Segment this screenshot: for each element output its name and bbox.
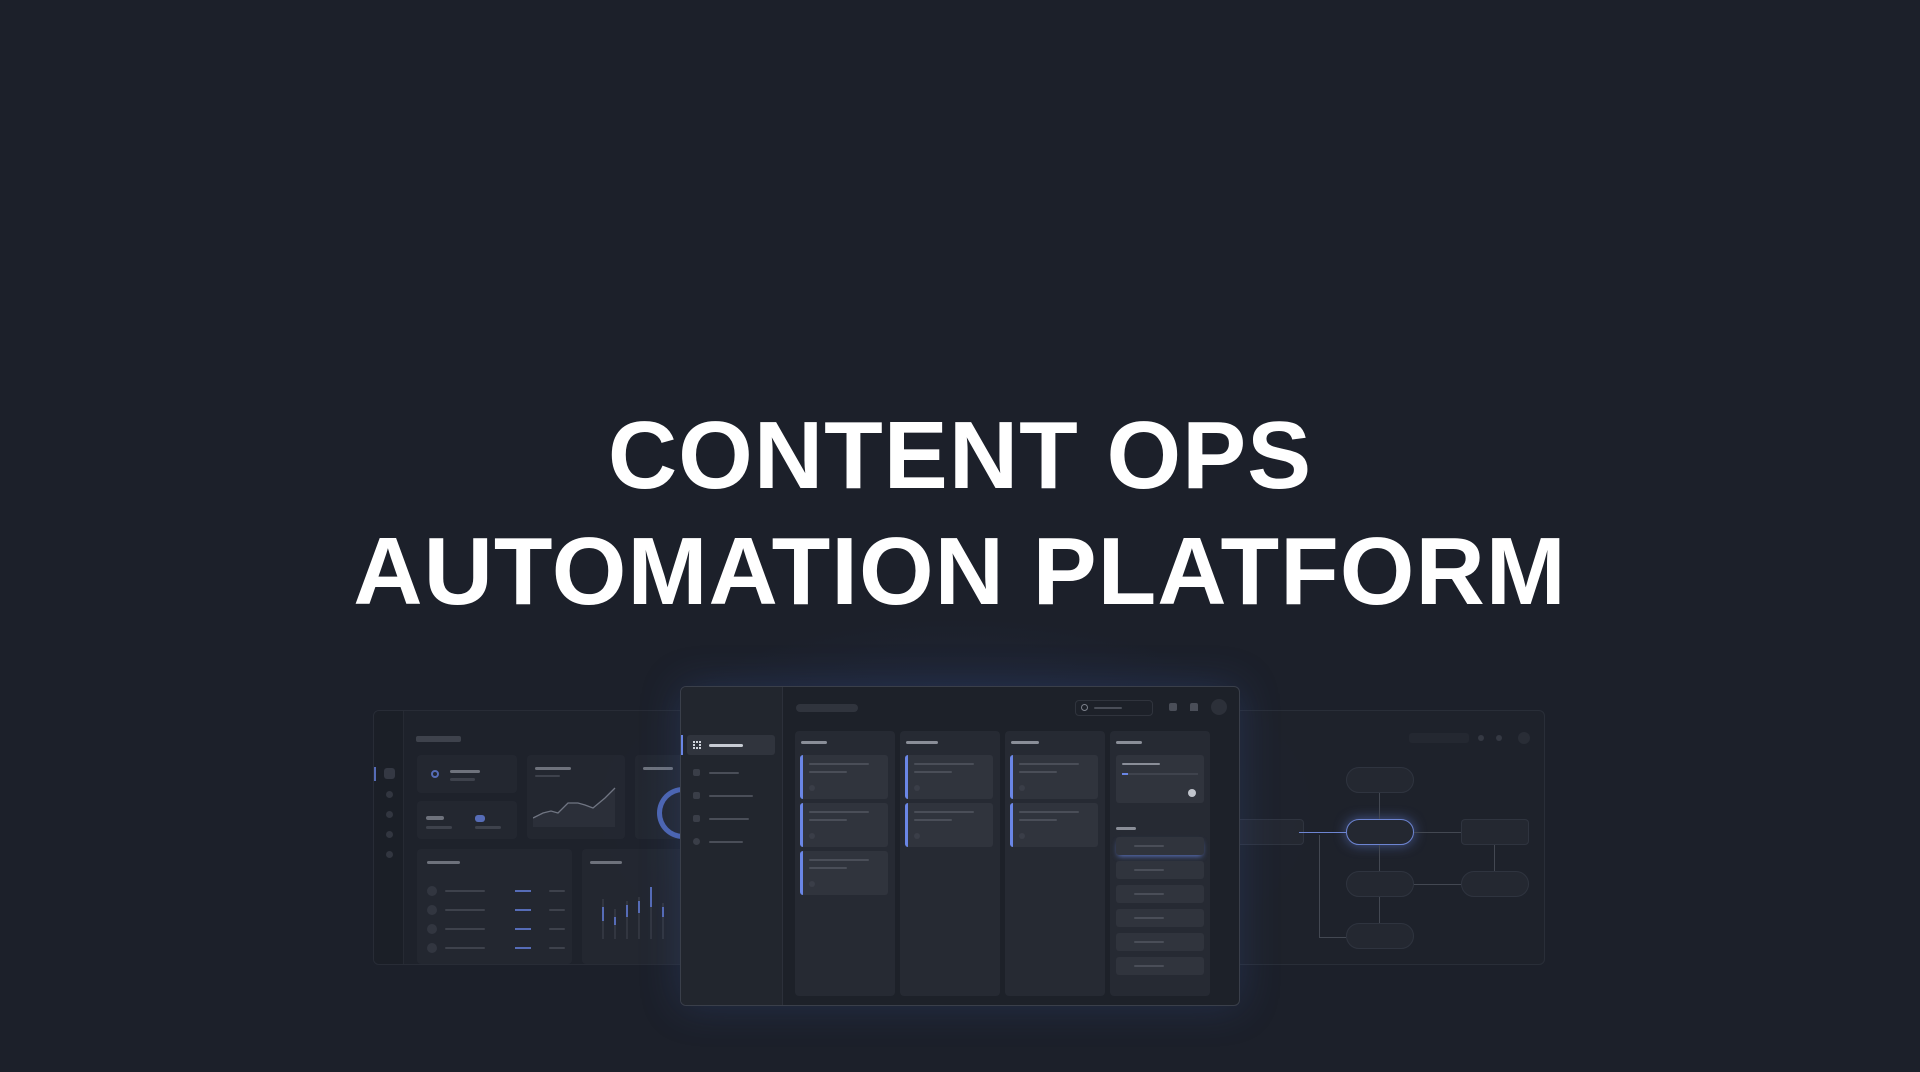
list-item[interactable] [1116, 885, 1204, 903]
headline-line-1: CONTENT OPS [607, 402, 1313, 509]
dashboard-mockup [373, 710, 693, 965]
table-row [427, 923, 567, 942]
kanban-card[interactable] [1010, 803, 1098, 847]
home-icon[interactable] [384, 768, 395, 779]
search-input[interactable] [1075, 700, 1153, 716]
kanban-card[interactable] [905, 755, 993, 799]
nav-icon[interactable] [386, 831, 393, 838]
hero-headline: CONTENT OPS AUTOMATION PLATFORM [0, 398, 1920, 630]
flow-node[interactable] [1346, 923, 1414, 949]
list-item[interactable] [1116, 933, 1204, 951]
nav-icon[interactable] [386, 811, 393, 818]
bell-icon[interactable] [1478, 735, 1484, 741]
table-widget [417, 849, 572, 964]
kanban-card[interactable] [1010, 755, 1098, 799]
flow-node[interactable] [1236, 819, 1304, 845]
kanban-card[interactable] [800, 755, 888, 799]
kanban-column [1005, 731, 1105, 996]
donut-chart [657, 787, 692, 839]
dashboard-sidebar [374, 711, 404, 964]
headline-line-2: AUTOMATION PLATFORM [353, 518, 1567, 625]
workflow-mockup [1235, 710, 1545, 965]
table-row [427, 942, 567, 961]
nav-icon[interactable] [386, 791, 393, 798]
sidebar-item-active[interactable] [687, 735, 775, 755]
avatar[interactable] [1211, 699, 1227, 715]
kanban-column [795, 731, 895, 996]
search-placeholder[interactable] [1409, 733, 1469, 743]
flow-node[interactable] [1461, 871, 1529, 897]
kanban-card[interactable] [905, 803, 993, 847]
link-icon [475, 815, 485, 822]
kanban-sidebar [681, 687, 783, 1005]
list-item[interactable] [1116, 861, 1204, 879]
grid-icon [693, 741, 701, 749]
kanban-mockup [680, 686, 1240, 1006]
list-item[interactable] [1116, 837, 1204, 855]
progress-card[interactable] [1116, 755, 1204, 803]
list-item[interactable] [1116, 957, 1204, 975]
notification-icon[interactable] [1169, 703, 1177, 711]
board-title-placeholder [796, 704, 858, 712]
flow-node[interactable] [1346, 871, 1414, 897]
progress-bar [1122, 773, 1128, 775]
kanban-card[interactable] [800, 803, 888, 847]
active-indicator [374, 767, 376, 781]
target-icon [431, 770, 439, 778]
bar-chart-widget [582, 849, 692, 964]
bell-icon[interactable] [1190, 703, 1198, 711]
kanban-column [900, 731, 1000, 996]
kanban-column [1110, 731, 1210, 996]
line-chart-widget [527, 755, 625, 839]
search-icon [1081, 704, 1088, 711]
flow-node-active[interactable] [1346, 819, 1414, 845]
line-chart [533, 787, 616, 827]
kanban-card[interactable] [800, 851, 888, 895]
avatar[interactable] [1518, 732, 1530, 744]
notification-icon[interactable] [1496, 735, 1502, 741]
table-row [427, 904, 567, 923]
flow-node[interactable] [1346, 767, 1414, 793]
bar-chart [602, 887, 664, 939]
table-row [427, 885, 567, 904]
flow-node[interactable] [1461, 819, 1529, 845]
avatar [1188, 789, 1196, 797]
stat-card [417, 801, 517, 839]
stat-card [417, 755, 517, 793]
list-item[interactable] [1116, 909, 1204, 927]
nav-icon[interactable] [386, 851, 393, 858]
page-title-placeholder [416, 736, 461, 742]
